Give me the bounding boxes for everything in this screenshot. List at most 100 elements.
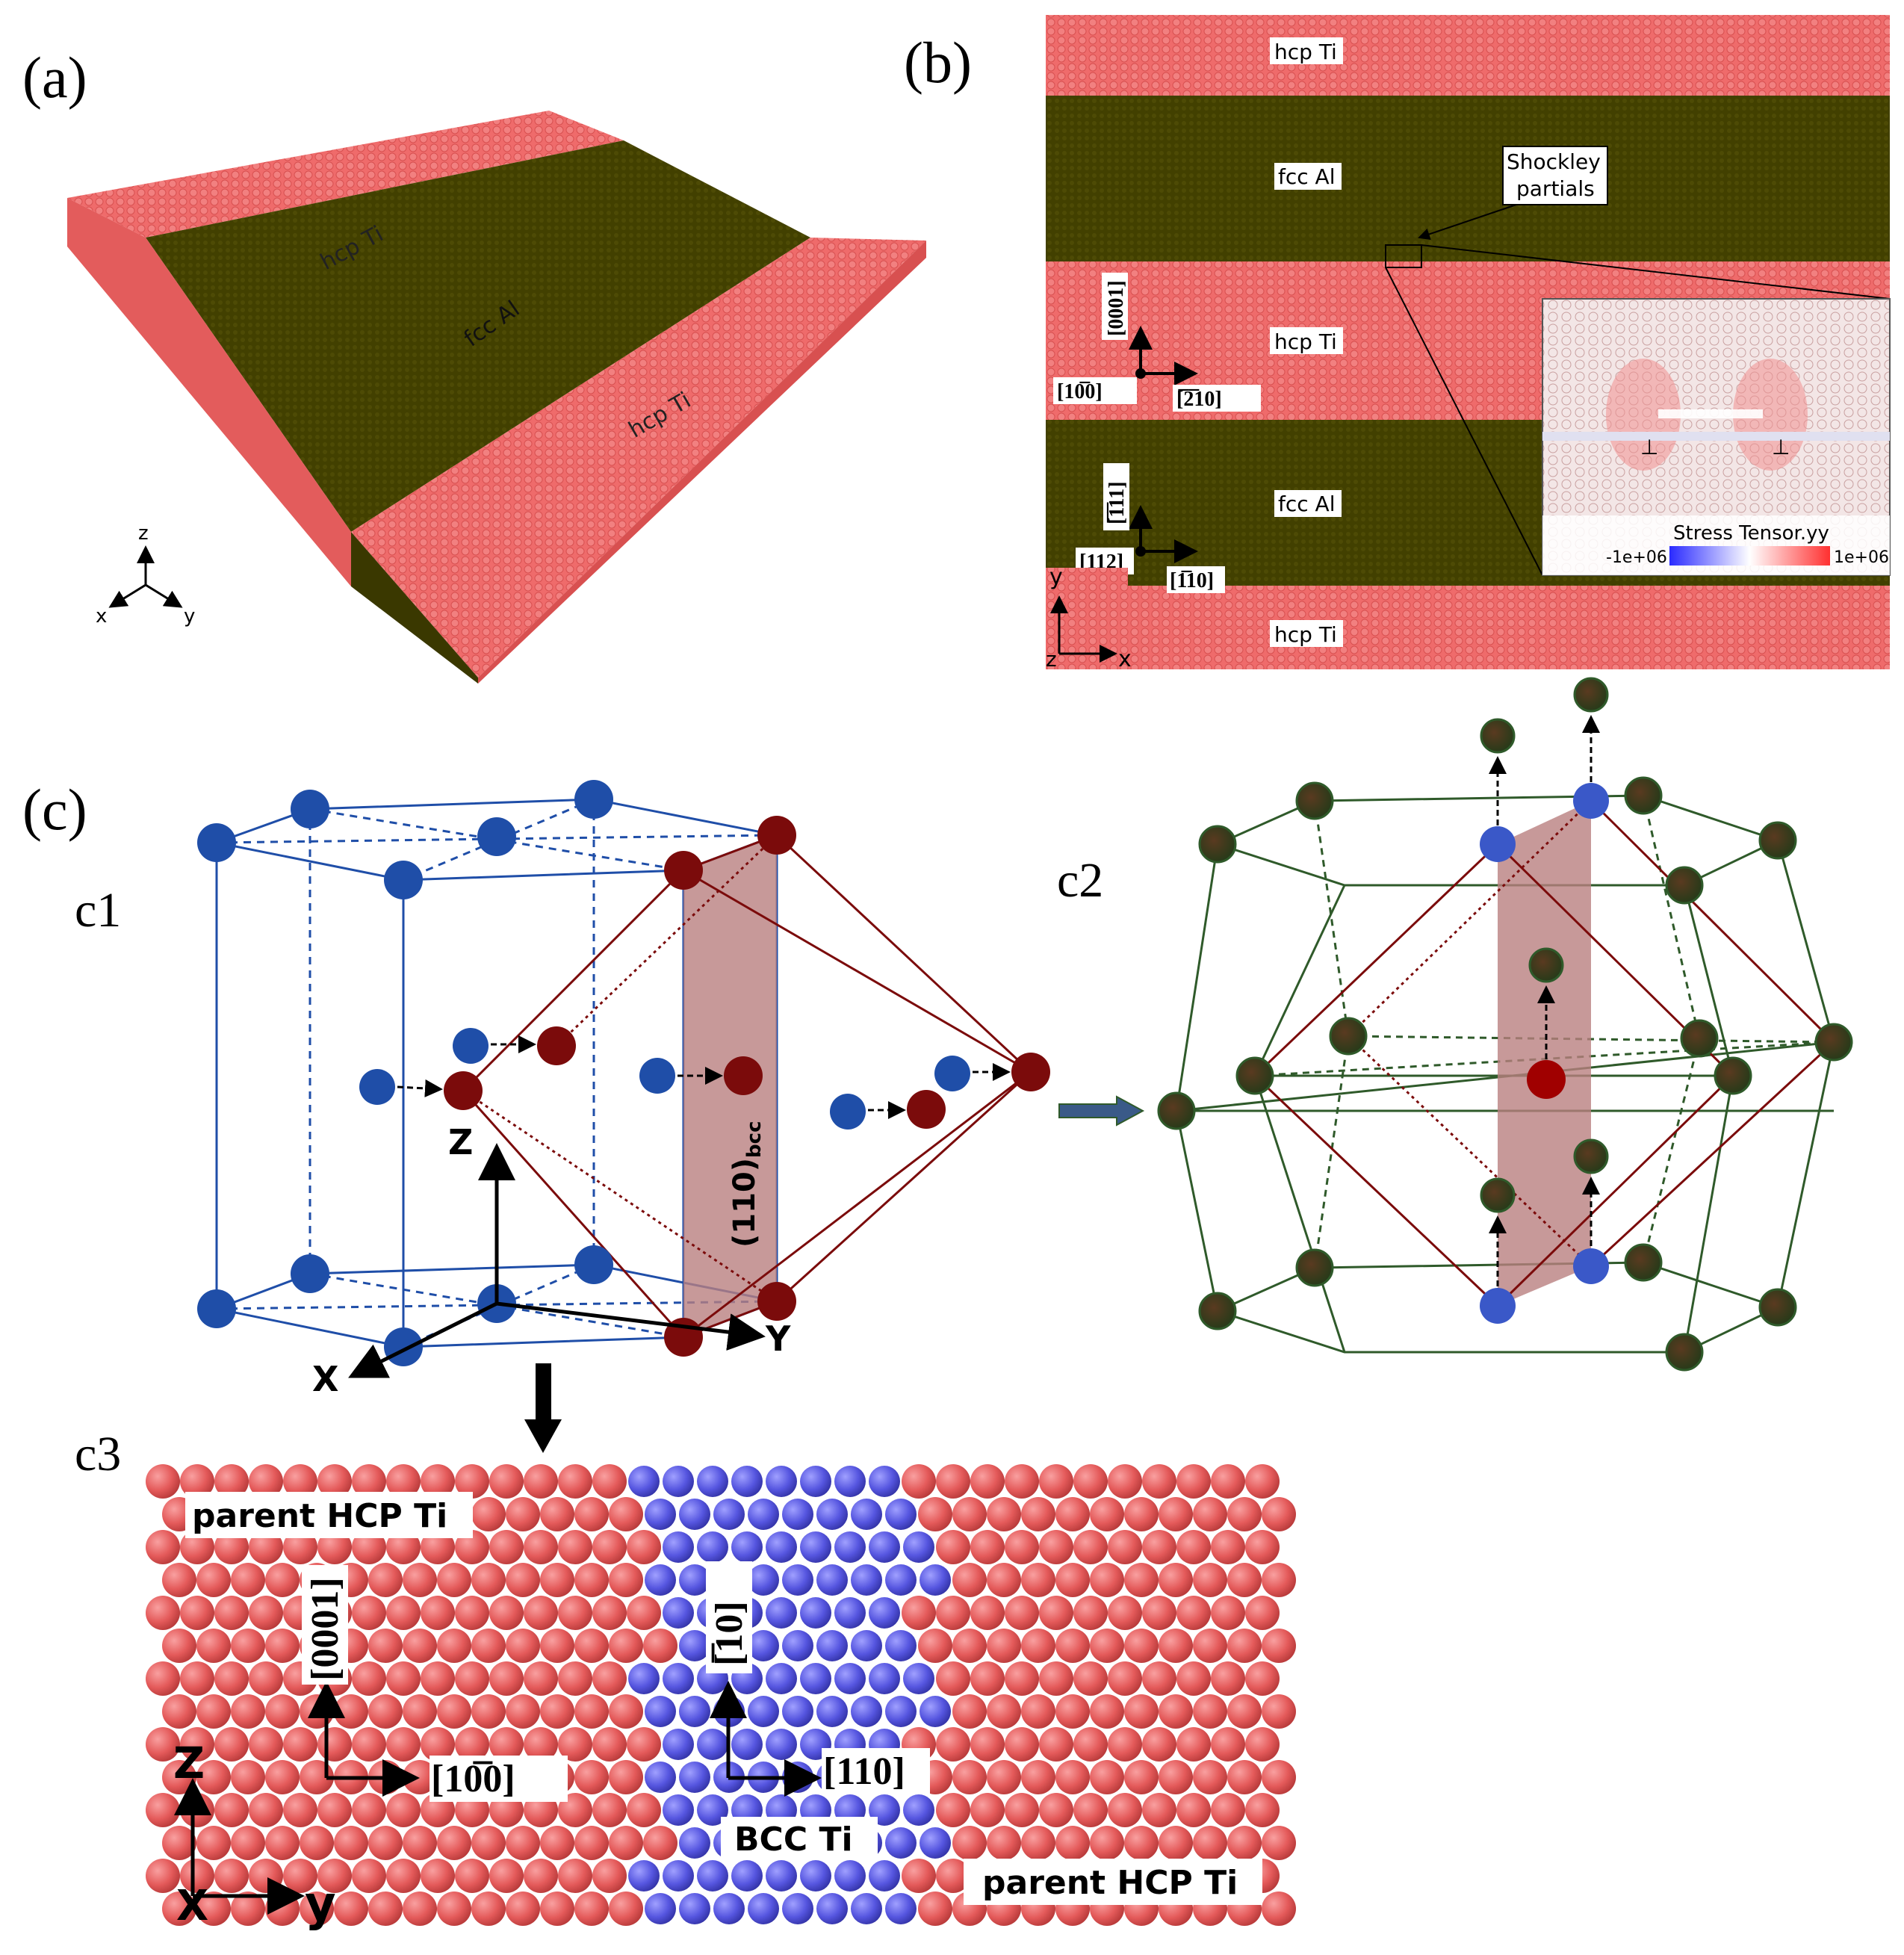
bcc-atom <box>782 1893 813 1924</box>
hcp-atom <box>421 1859 455 1893</box>
hcp-atom <box>471 1826 506 1860</box>
hcp-atom <box>352 1596 386 1630</box>
hcp-atom <box>592 1661 627 1696</box>
hcp-atom <box>540 1497 574 1531</box>
bcc-atom <box>663 1466 694 1497</box>
bcc-atom <box>766 1860 797 1892</box>
hcp-atom <box>627 1596 661 1630</box>
hcp-atom <box>1073 1530 1108 1564</box>
hcp-atom <box>146 1596 180 1630</box>
hcp-atom <box>592 1596 627 1630</box>
panel-b-label: (b) <box>904 30 972 95</box>
hcp-atom <box>1245 1596 1280 1630</box>
hcp-atom <box>558 1859 592 1893</box>
c1-to-c2-arrow <box>1058 1095 1145 1127</box>
hcp-atom <box>1055 1563 1090 1597</box>
hcp-atom <box>1039 1661 1073 1696</box>
hcp-atom <box>196 1826 231 1860</box>
bcc-atom <box>628 1466 660 1497</box>
hcp-atom <box>1090 1629 1124 1663</box>
panel-b: (b) hcp Ti fcc Al hcp Ti fcc Al hcp Ti S… <box>904 15 1891 672</box>
hcp-atom <box>180 1793 214 1827</box>
hcp-atom <box>1142 1464 1176 1499</box>
hcp-atom <box>214 1727 249 1762</box>
hcp-atom <box>936 1530 970 1564</box>
hcp-atom <box>352 1859 386 1893</box>
bcc-atom <box>885 1893 917 1924</box>
hcp-atom <box>524 1859 558 1893</box>
bcc-atom <box>834 1860 866 1892</box>
hcp-atom <box>1142 1793 1176 1827</box>
hcp-atom <box>987 1694 1021 1729</box>
hcp-atom <box>283 1793 317 1827</box>
hcp-atom <box>592 1793 627 1827</box>
hcp-atom <box>455 1596 489 1630</box>
bcc-atom <box>903 1794 934 1826</box>
c3-bcc-dir-horizontal: [110] <box>823 1750 905 1793</box>
hcp-atom <box>952 1497 987 1531</box>
hcp-atom <box>1211 1793 1245 1827</box>
hcp-atom <box>574 1760 609 1794</box>
hcp-atom <box>918 1497 952 1531</box>
bcc-atom <box>869 1531 900 1563</box>
hcp-atom <box>1090 1760 1124 1794</box>
hcp-atom <box>455 1859 489 1893</box>
hcp-atom <box>249 1530 283 1564</box>
c3-axis-z: Z <box>173 1738 205 1788</box>
hcp-atom <box>249 1596 283 1630</box>
hcp-atom <box>231 1892 265 1926</box>
hcp-atom <box>1262 1629 1296 1663</box>
hcp-atom <box>421 1596 455 1630</box>
hcp-atom <box>1090 1826 1124 1860</box>
hcp-atom <box>214 1596 249 1630</box>
hcp-atom <box>386 1661 421 1696</box>
bcc-atom <box>663 1663 694 1694</box>
bcc-atom <box>645 1499 676 1530</box>
hcp-atom <box>162 1892 196 1926</box>
bcc-atom <box>834 1466 866 1497</box>
bcc-atom <box>834 1597 866 1629</box>
hcp-atom <box>471 1892 506 1926</box>
hcp-atom <box>489 1530 524 1564</box>
hcp-atom <box>1005 1793 1039 1827</box>
hcp-atom <box>952 1826 987 1860</box>
bcc-atom <box>713 1499 745 1530</box>
hcp-atom <box>524 1464 558 1499</box>
callout-line-1: Shockley <box>1507 149 1601 174</box>
c3-label-bcc: BCC Ti <box>734 1821 853 1859</box>
c3-axis-x: X <box>176 1882 208 1930</box>
bcc-atom <box>766 1597 797 1629</box>
hcp-atom <box>609 1629 643 1663</box>
hcp-atom <box>524 1596 558 1630</box>
hcp-atom <box>471 1497 506 1531</box>
hcp-atom <box>265 1629 300 1663</box>
stress-inset: ⊥ ⊥ Stress Tensor.yy -1e+06 1e+06 <box>1542 298 1891 576</box>
hcp-atom <box>180 1661 214 1696</box>
bcc-atom <box>663 1597 694 1629</box>
hcp-atom <box>196 1563 231 1597</box>
hcp-atom <box>609 1892 643 1926</box>
hcp-atom <box>1142 1530 1176 1564</box>
zoom-line-bot <box>1385 267 1543 576</box>
bcc-atom <box>816 1499 848 1530</box>
hcp-atom <box>609 1760 643 1794</box>
hcp-atom <box>1039 1530 1073 1564</box>
hcp-atom <box>506 1629 540 1663</box>
hcp-atom <box>386 1530 421 1564</box>
hcp-atom <box>987 1760 1021 1794</box>
bcc-atom <box>697 1860 728 1892</box>
hcp-atom <box>936 1596 970 1630</box>
hcp-atom <box>403 1629 437 1663</box>
hcp-atom <box>1108 1596 1142 1630</box>
hcp-atom <box>300 1826 334 1860</box>
c3-hcp-dir-vertical: [0001] <box>304 1577 347 1681</box>
bcc-atom <box>628 1860 660 1892</box>
hcp-atom <box>1227 1563 1262 1597</box>
hcp-atom <box>283 1464 317 1499</box>
hcp-atom <box>368 1826 403 1860</box>
hcp-atom <box>455 1530 489 1564</box>
hcp-atom <box>540 1892 574 1926</box>
hcp-atom <box>1073 1596 1108 1630</box>
bcc-atom <box>731 1466 763 1497</box>
